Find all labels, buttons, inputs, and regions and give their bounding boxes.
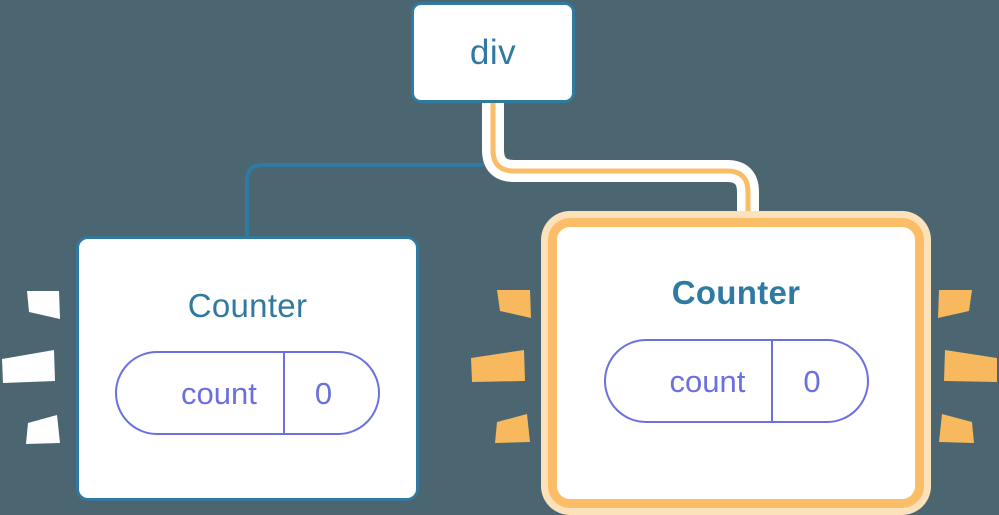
state-value-right: 0: [771, 341, 856, 421]
state-pill-left[interactable]: count 0: [115, 351, 380, 435]
sparkle-ray-mid-left-orange: [471, 350, 525, 382]
sparkle-ray-mid-left-white: [2, 350, 55, 383]
edge-div-to-counter-right: [490, 103, 751, 232]
node-counter-left-label: Counter: [187, 287, 308, 324]
state-value-left: 0: [282, 353, 368, 433]
node-counter-right-label: Counter: [671, 274, 801, 311]
node-counter-right[interactable]: Counter count 0: [548, 218, 924, 508]
sparkle-ray-mid-right-orange: [944, 350, 997, 382]
node-div-label: div: [469, 33, 517, 72]
state-key-left: count: [181, 375, 257, 411]
sparkle-ray-upper-right-orange: [938, 290, 972, 318]
node-div[interactable]: div: [411, 2, 575, 103]
state-key-right: count: [669, 363, 746, 399]
node-counter-left[interactable]: Counter count 0: [76, 236, 419, 501]
sparkle-ray-lower-left-white: [26, 415, 60, 444]
state-pill-right[interactable]: count 0: [603, 339, 869, 423]
sparkle-ray-lower-left-orange: [495, 414, 530, 443]
sparkle-ray-upper-left-white: [27, 291, 60, 319]
sparkle-ray-upper-left-orange: [497, 290, 531, 318]
sparkle-ray-lower-right-orange: [939, 414, 974, 443]
